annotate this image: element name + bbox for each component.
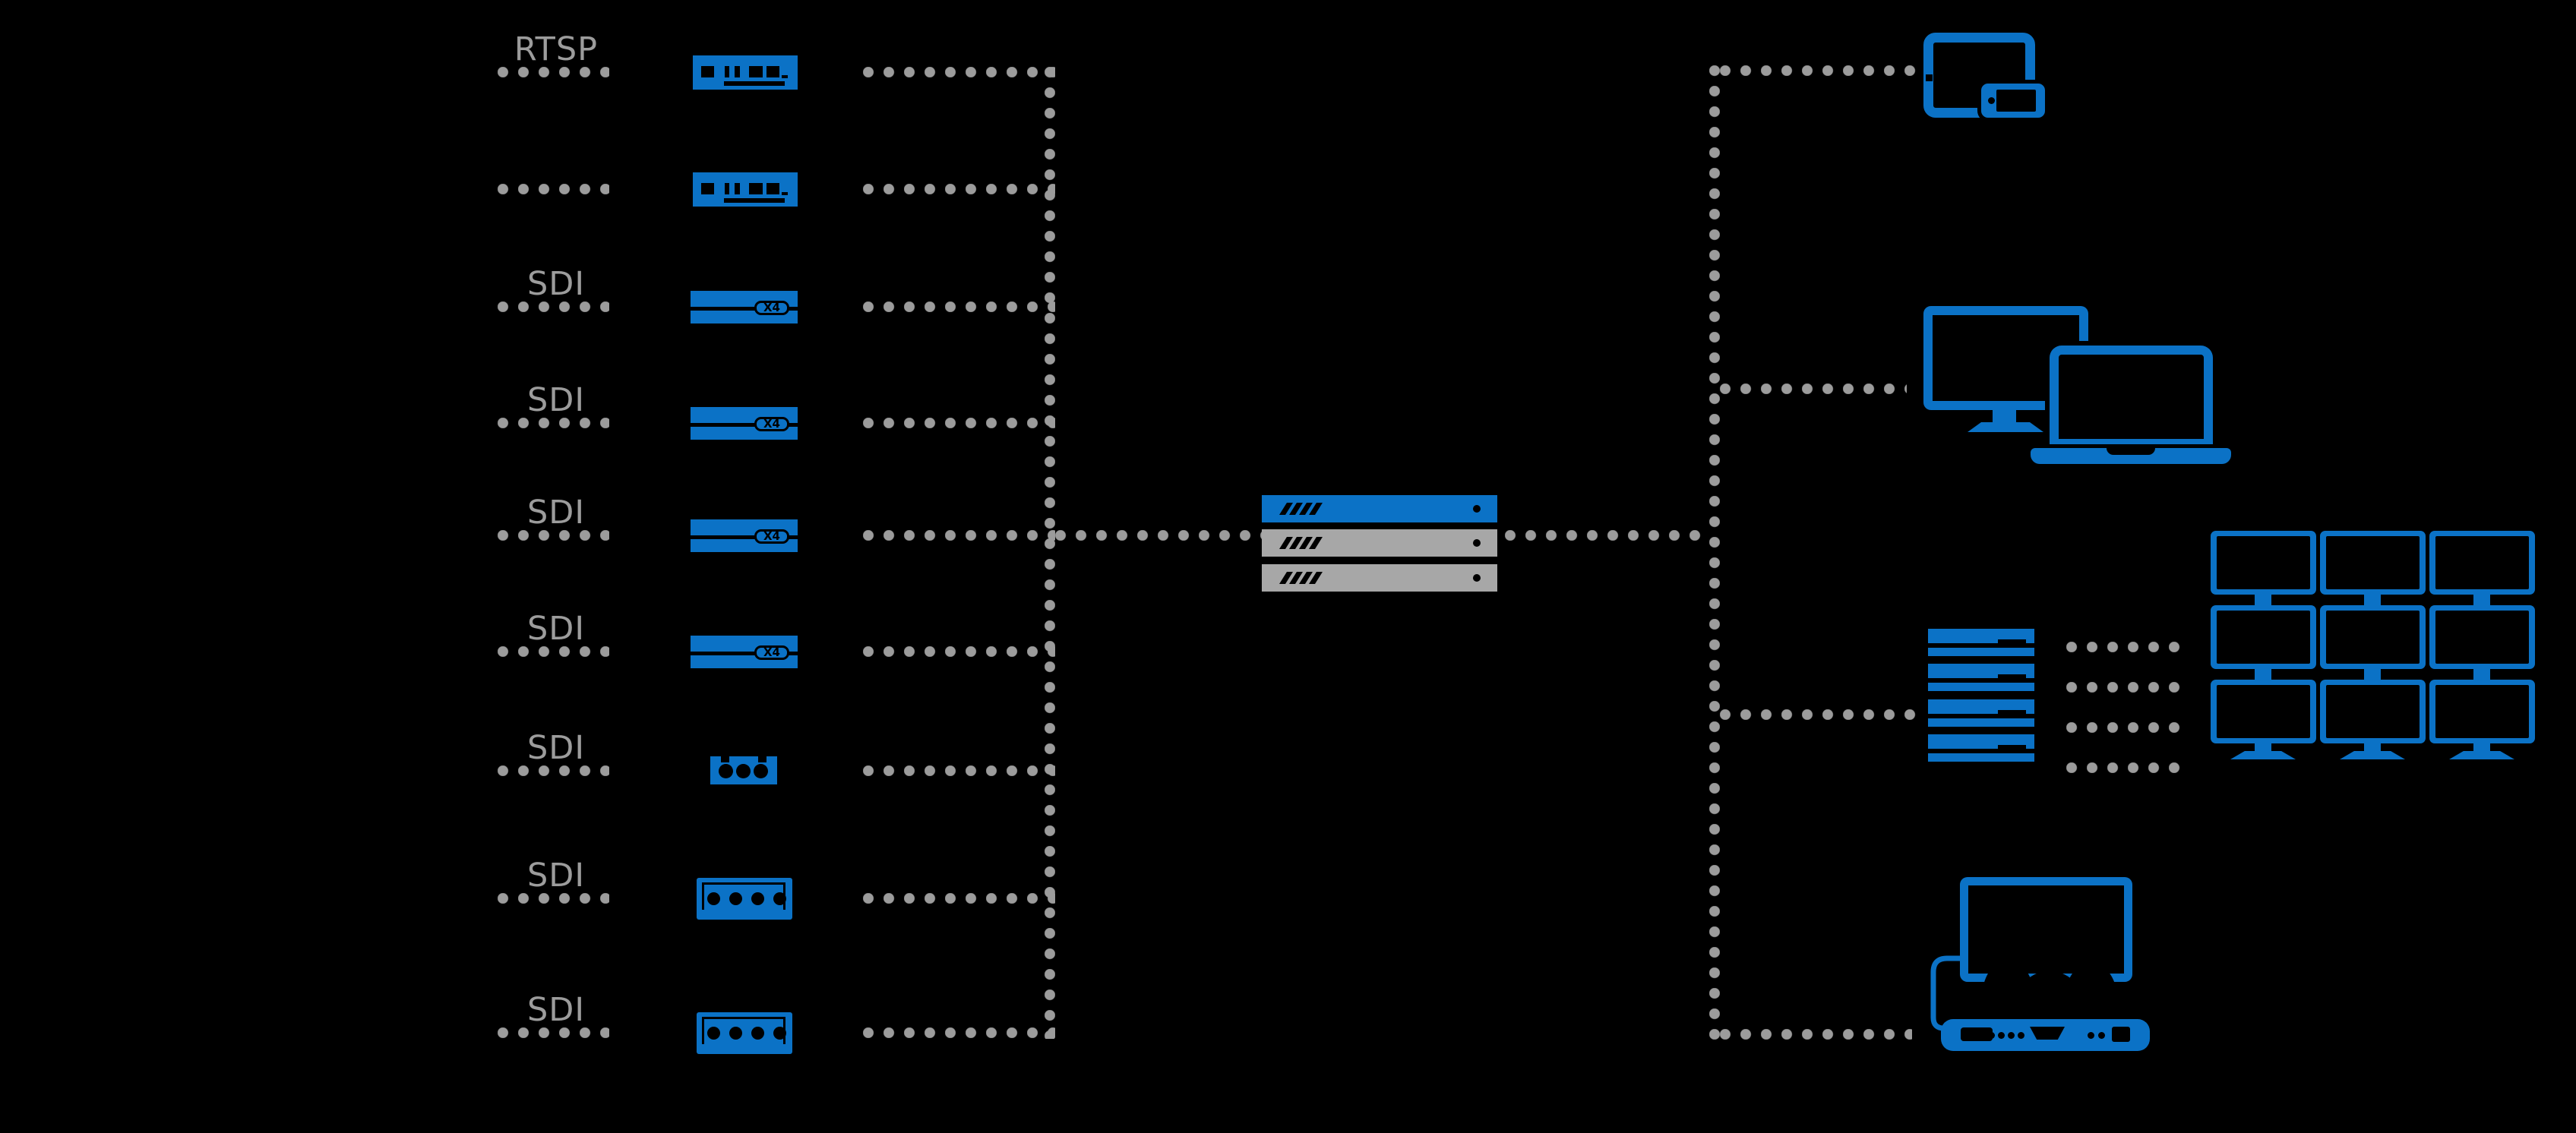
monitor-stand-base	[1968, 422, 2043, 432]
streaming-server-stack-icon	[1262, 495, 1497, 592]
dotted-connector	[2066, 722, 2189, 733]
x4-sdi-encoder-icon: X4	[691, 519, 798, 552]
server-unit	[1262, 564, 1497, 592]
video-camera-icon	[147, 389, 239, 457]
protocol-label: SDI	[526, 381, 586, 419]
dotted-connector	[498, 646, 609, 657]
server-unit	[1262, 529, 1497, 557]
x4-badge: X4	[754, 529, 789, 544]
dotted-connector	[498, 67, 609, 77]
dotted-connector	[863, 646, 1055, 657]
protocol-label: SDI	[526, 494, 586, 532]
laptop-screen-icon	[2050, 346, 2213, 448]
dotted-connector	[498, 301, 609, 312]
decoder-rack-icon	[1928, 629, 2034, 762]
dotted-connector	[498, 184, 609, 194]
ptz-dome-camera-icon	[416, 746, 474, 822]
webcam-icon	[418, 153, 494, 248]
video-camera-icon	[266, 501, 357, 570]
ptz-dome-camera-icon	[416, 1008, 474, 1084]
capture-box-4-port-icon	[697, 1012, 792, 1054]
video-camera-icon	[147, 273, 239, 341]
video-camera-icon	[29, 617, 120, 686]
server-unit	[1262, 495, 1497, 522]
protocol-label: SDI	[526, 610, 586, 648]
streaming-encoder-icon	[693, 172, 798, 207]
video-camera-icon	[384, 389, 476, 457]
laptop-base-icon	[2031, 448, 2231, 464]
dotted-connector	[1720, 1029, 1912, 1040]
dotted-connector	[863, 301, 1055, 312]
phone-icon	[1981, 84, 2045, 118]
protocol-label: SDI	[526, 729, 586, 767]
camcorder-icon	[381, 859, 480, 939]
x4-sdi-encoder-icon: X4	[691, 636, 798, 668]
dotted-connector	[863, 530, 1055, 541]
dotted-connector	[498, 1027, 609, 1038]
dotted-connector	[863, 418, 1055, 428]
ip-camera-icon	[420, 32, 476, 117]
dotted-connector	[498, 530, 609, 541]
left-bus-line	[1045, 67, 1055, 1039]
protocol-label: RTSP	[514, 30, 599, 68]
capture-box-3-port-icon	[710, 756, 777, 784]
x4-sdi-encoder-icon: X4	[691, 291, 798, 323]
video-camera-icon	[384, 273, 476, 341]
video-camera-icon	[147, 501, 239, 570]
conference-codec-icon	[1941, 1019, 2150, 1051]
dotted-connector	[2066, 762, 2189, 773]
conference-cable	[1930, 955, 1962, 1031]
video-camera-icon	[384, 501, 476, 570]
dotted-connector	[1720, 709, 1923, 720]
bus-to-server-connector	[1055, 530, 1262, 541]
video-camera-icon	[266, 617, 357, 686]
dotted-connector	[2066, 682, 2189, 693]
dotted-connector	[498, 893, 609, 904]
dotted-connector	[863, 765, 1055, 776]
protocol-label: SDI	[526, 265, 586, 303]
dotted-connector	[498, 418, 609, 428]
video-camera-icon	[266, 273, 357, 341]
dotted-connector	[2066, 642, 2189, 652]
dotted-connector	[863, 1027, 1055, 1038]
video-camera-icon	[266, 389, 357, 457]
dotted-connector	[863, 67, 1055, 77]
x4-sdi-encoder-icon: X4	[691, 407, 798, 440]
protocol-label: SDI	[526, 991, 586, 1029]
x4-badge: X4	[754, 645, 789, 660]
streaming-encoder-icon	[693, 55, 798, 90]
dotted-connector	[863, 893, 1055, 904]
dotted-connector	[1720, 65, 1919, 76]
x4-badge: X4	[754, 417, 789, 431]
capture-box-4-port-icon	[697, 878, 792, 920]
video-camera-icon	[29, 501, 120, 570]
video-camera-icon	[29, 273, 120, 341]
dotted-connector	[1720, 383, 1907, 394]
dotted-connector	[863, 184, 1055, 194]
dotted-connector	[498, 765, 609, 776]
conference-people-icon	[1969, 901, 2130, 1008]
monitor-stand-neck	[1993, 410, 2016, 423]
x4-badge: X4	[754, 301, 789, 315]
server-to-bus-connector	[1505, 530, 1709, 541]
video-camera-icon	[29, 389, 120, 457]
protocol-label: SDI	[526, 857, 586, 895]
right-bus-line	[1709, 65, 1720, 1040]
video-camera-icon	[147, 617, 239, 686]
video-camera-icon	[384, 617, 476, 686]
